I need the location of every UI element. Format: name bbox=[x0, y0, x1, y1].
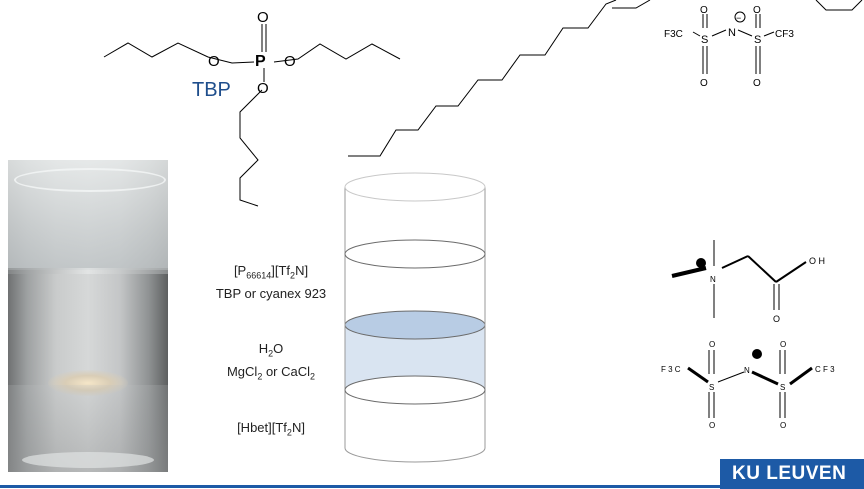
hbet-charge-icon bbox=[696, 258, 706, 268]
middle-layer-top bbox=[344, 310, 486, 340]
tf2n-bottom-oxygen-2: O bbox=[709, 421, 715, 430]
tf2n-bottom-oxygen-1: O bbox=[709, 340, 715, 349]
tf2n-bottom-structure bbox=[687, 350, 813, 418]
logo-text: KU LEUVEN bbox=[732, 463, 847, 484]
vial-rim bbox=[14, 168, 166, 192]
tf2n-bottom-sulfur-1: S bbox=[709, 383, 714, 392]
tf2n-bottom-oxygen-3: O bbox=[780, 340, 786, 349]
tf2n-top-nitrogen: N bbox=[728, 27, 736, 39]
middle-layer-line2: MgCl2 or CaCl2 bbox=[226, 363, 316, 382]
top-layer-interface bbox=[344, 239, 486, 269]
cylinder-top-rim bbox=[344, 172, 486, 202]
tf2n-top-oxygen-4: O bbox=[753, 78, 761, 89]
vial-meniscus bbox=[8, 268, 168, 274]
cylinder-base bbox=[344, 447, 486, 463]
hbet-hydroxyl: O H bbox=[809, 256, 825, 266]
tf2n-top-charge: − bbox=[736, 13, 741, 23]
tf2n-bottom-nitrogen: N bbox=[744, 366, 750, 375]
footer-bar bbox=[0, 485, 864, 488]
alkyl-chain-right bbox=[815, 0, 863, 11]
tf2n-bottom-sulfur-2: S bbox=[780, 383, 785, 392]
tbp-oxygen-left: O bbox=[208, 53, 220, 70]
tbp-oxygen-bottom: O bbox=[257, 80, 269, 97]
tf2n-top-sulfur-1: S bbox=[701, 34, 708, 46]
tf2n-bottom-oxygen-4: O bbox=[780, 421, 786, 430]
middle-layer-label: H2O MgCl2 or CaCl2 bbox=[196, 340, 346, 385]
tf2n-bottom-cf3: C F 3 bbox=[815, 365, 835, 374]
tf2n-top-structure bbox=[692, 11, 775, 74]
tf2n-top-oxygen-2: O bbox=[700, 78, 708, 89]
hbet-oxygen: O bbox=[773, 314, 780, 324]
tbp-left-chain bbox=[103, 42, 255, 64]
tbp-oxygen-top: O bbox=[257, 9, 269, 26]
tf2n-top-oxygen-1: O bbox=[700, 5, 708, 16]
vial-photo bbox=[8, 160, 168, 472]
tf2n-top-cf3: CF3 bbox=[775, 29, 794, 40]
cylinder-diagram bbox=[344, 172, 486, 463]
middle-layer-line1: H2O bbox=[258, 341, 284, 359]
tbp-structure bbox=[103, 24, 401, 207]
tf2n-bottom-f3c: F 3 C bbox=[661, 365, 681, 374]
tf2n-top-sulfur-2: S bbox=[754, 34, 761, 46]
ku-leuven-logo: KU LEUVEN bbox=[720, 459, 864, 489]
hbet-structure bbox=[671, 240, 807, 318]
tbp-label: TBP bbox=[192, 79, 231, 101]
tbp-oxygen-right: O bbox=[284, 53, 296, 70]
tbp-phosphorus: P bbox=[255, 53, 266, 70]
alkyl-chain-tail bbox=[612, 0, 651, 9]
tf2n-bottom-charge-icon bbox=[752, 349, 762, 359]
top-layer-line1: [P66614][Tf2N] bbox=[233, 263, 309, 281]
hbet-nitrogen: N bbox=[710, 275, 716, 284]
vial-base bbox=[22, 452, 154, 468]
tf2n-top-f3c: F3C bbox=[664, 29, 683, 40]
top-layer-line2: TBP or cyanex 923 bbox=[215, 285, 327, 301]
alkyl-chain bbox=[348, 0, 617, 157]
bottom-layer-interface bbox=[344, 375, 486, 405]
tf2n-top-oxygen-3: O bbox=[753, 5, 761, 16]
top-layer-label: [P66614][Tf2N] TBP or cyanex 923 bbox=[196, 262, 346, 302]
tbp-right-chain bbox=[273, 43, 401, 63]
tbp-lower-chain bbox=[239, 89, 263, 207]
bottom-layer-label: [Hbet][Tf2N] bbox=[237, 420, 305, 438]
